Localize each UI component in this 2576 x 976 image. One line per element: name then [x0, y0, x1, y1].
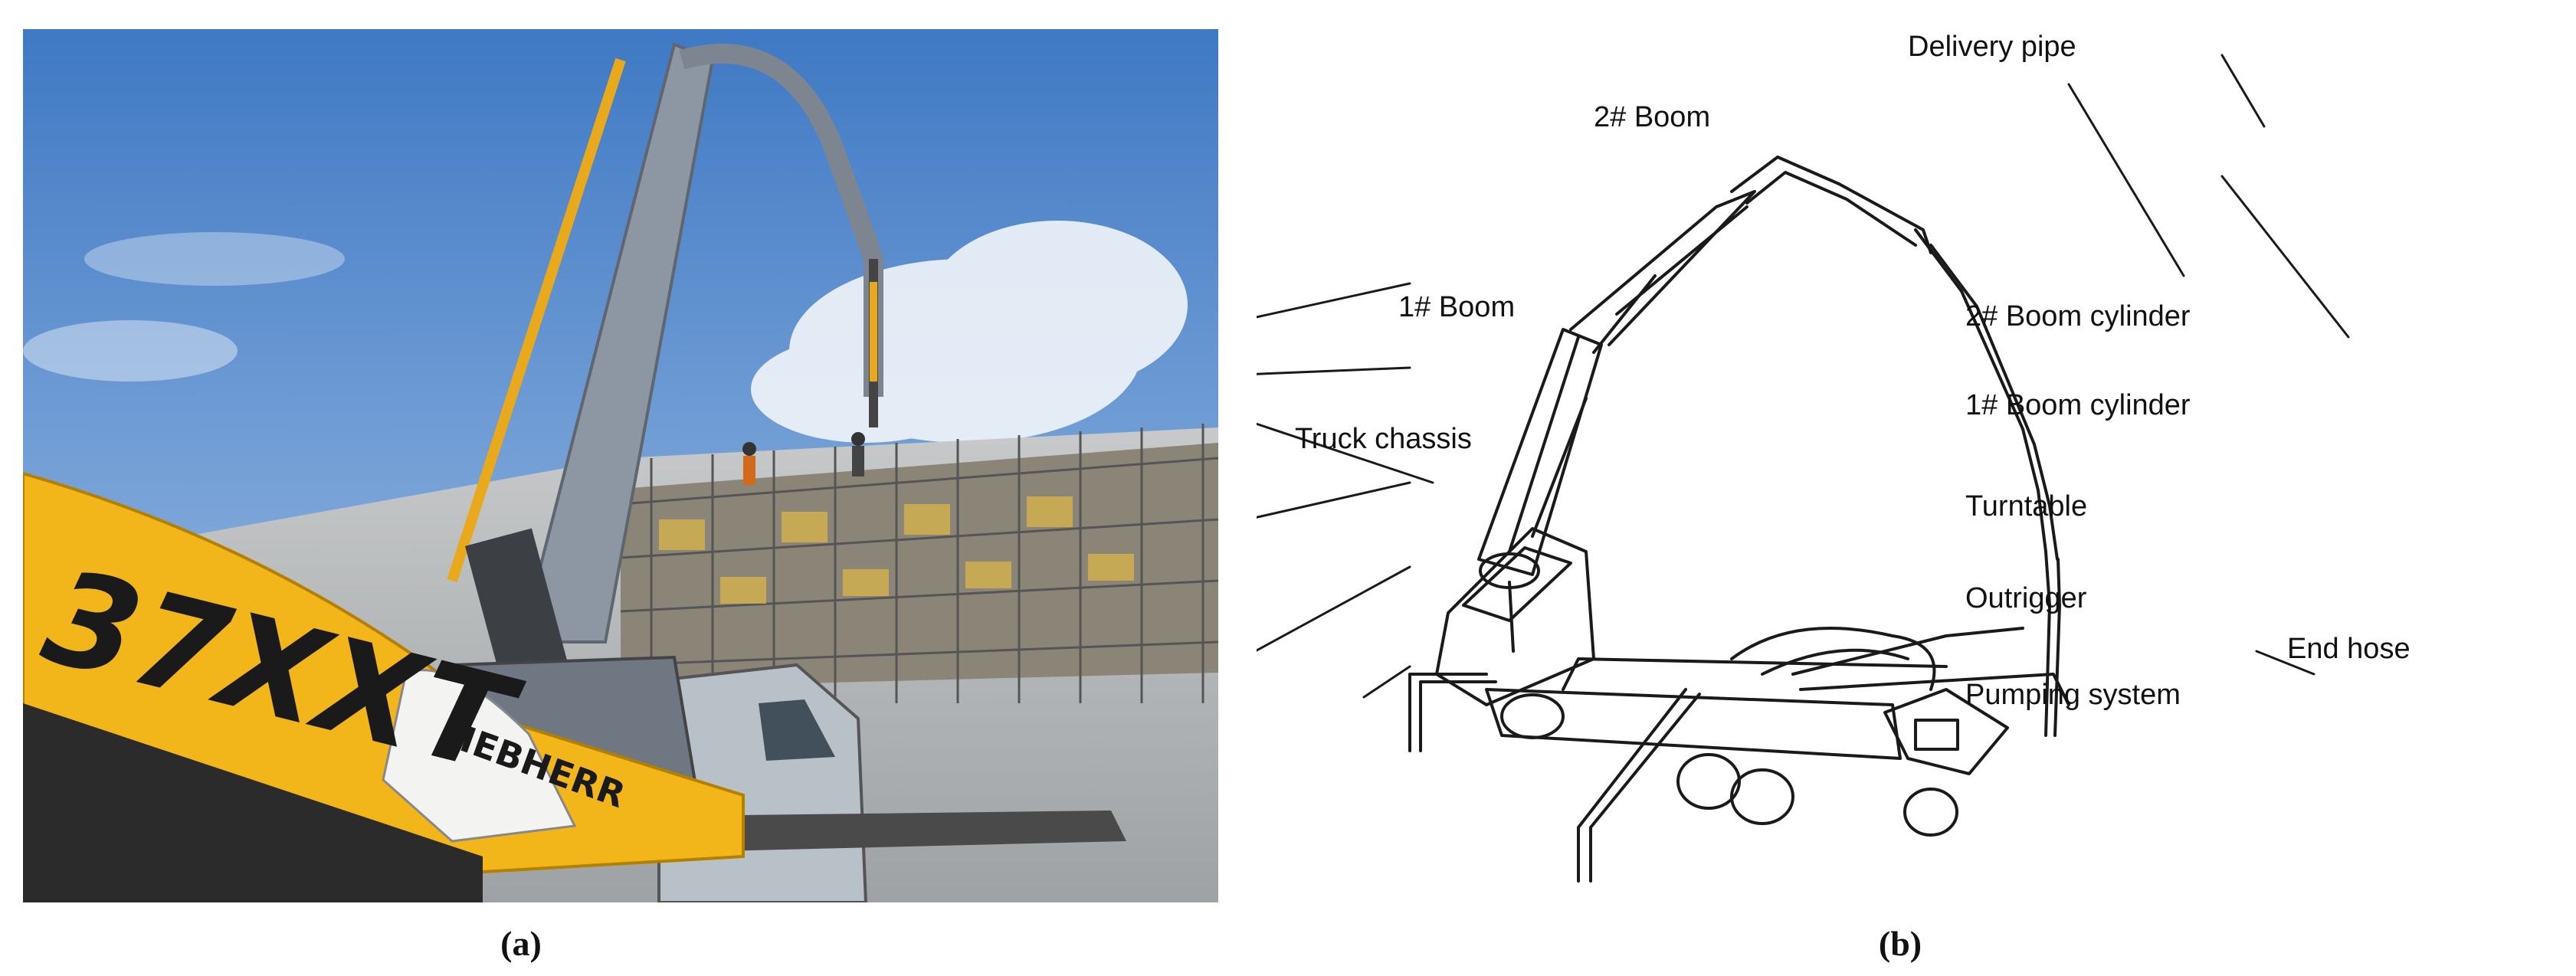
end-hose-drawing	[2044, 550, 2051, 737]
boom-arch	[679, 44, 883, 397]
boom-3-drawing	[1730, 156, 1932, 254]
boom-2-cylinder-drawing	[1592, 274, 1657, 354]
label-boom-2-cylinder: 2# Boom cylinder	[1965, 300, 2191, 332]
caption-a: (a)	[500, 924, 542, 963]
label-delivery-pipe: Delivery pipe	[1908, 31, 2076, 63]
workers	[742, 432, 865, 485]
yellow-pipe	[447, 57, 626, 583]
formwork-panels	[659, 496, 1134, 604]
caption-b: (b)	[1878, 924, 1922, 963]
truck-chassis-drawing	[1485, 688, 1902, 760]
label-pumping-system: Pumping system	[1965, 679, 2181, 711]
label-boom-2: 2# Boom	[1594, 101, 1711, 133]
boom-2-drawing	[1569, 190, 1756, 346]
boom-1-cylinder-drawing	[1531, 397, 1588, 538]
label-truck-chassis: Truck chassis	[1295, 423, 1472, 455]
brand-panel	[382, 669, 577, 843]
scaffold-grid	[620, 424, 1218, 703]
outriggers-drawing	[1408, 627, 2070, 883]
pumping-system-drawing	[1883, 688, 2009, 775]
leader-lines	[1257, 54, 2350, 699]
concrete-pump-photo: 37XXT LIEBHERR	[23, 29, 1218, 902]
label-boom-1-cylinder: 1# Boom cylinder	[1965, 389, 2191, 421]
label-end-hose: End hose	[2287, 633, 2410, 665]
label-boom-1: 1# Boom	[1398, 291, 1516, 323]
boom-4-drawing	[1914, 228, 2047, 553]
concrete-pump-schematic	[1257, 0, 2576, 904]
wheels-drawing	[1500, 693, 1958, 837]
label-turntable: Turntable	[1965, 490, 2088, 522]
photo-illustration: 37XXT LIEBHERR	[23, 29, 1218, 902]
schematic-drawing	[1257, 54, 2350, 883]
label-outrigger: Outrigger	[1965, 582, 2087, 614]
